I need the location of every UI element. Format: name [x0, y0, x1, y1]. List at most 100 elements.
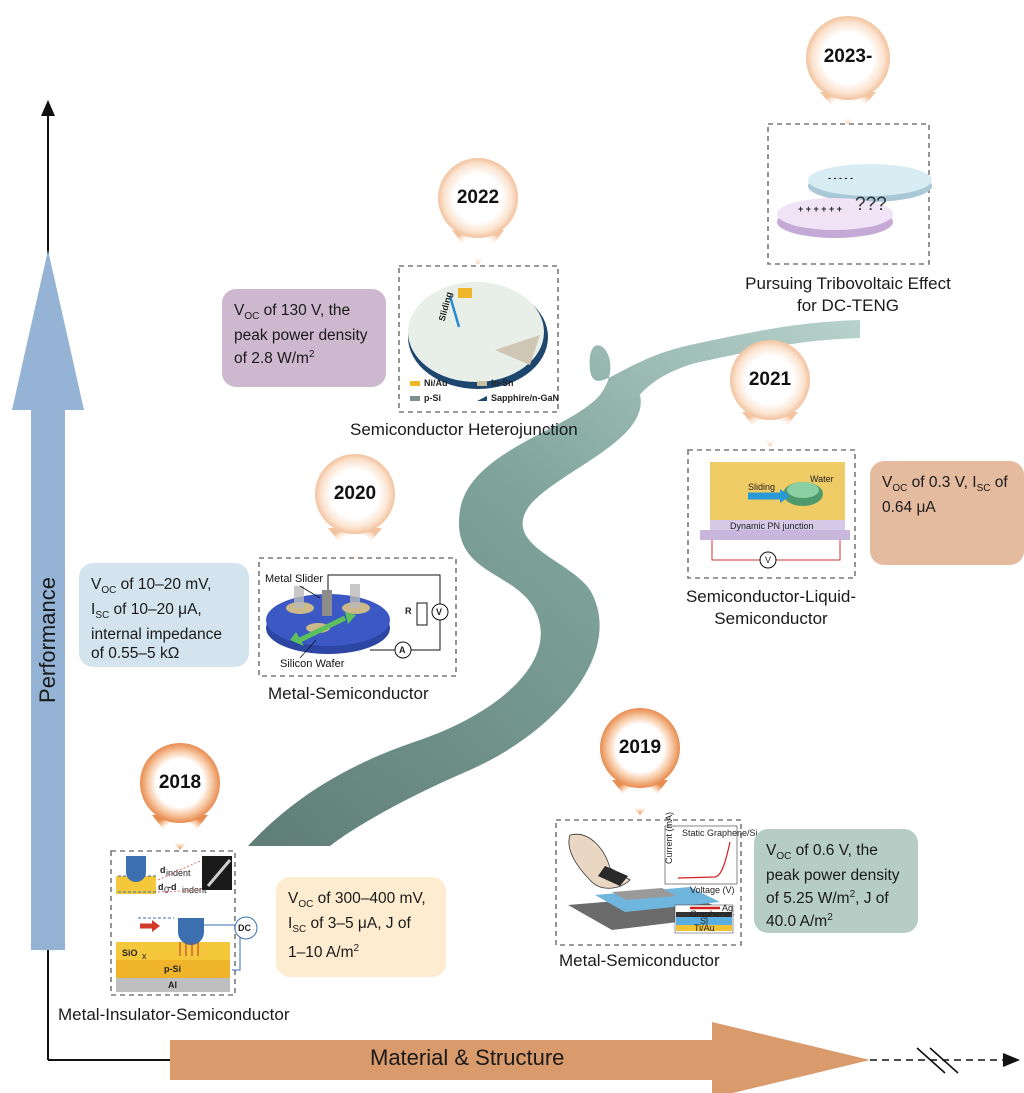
panel-2018-0-sub: 0: [164, 885, 169, 895]
panel-2023-question-label: ???: [855, 194, 887, 215]
year-2021: 2021: [748, 369, 792, 390]
panel-2022-psi-label: p-Si: [424, 393, 441, 403]
performance-line: 40.0 A/m2: [766, 912, 833, 931]
year-2023: 2023-: [823, 46, 873, 67]
superscript: 2: [308, 349, 315, 361]
panel-2021-v-label: V: [765, 555, 771, 565]
panel-2019-graphene-label: Graphene: [690, 909, 730, 919]
panel-2018-indent-sub: indent: [166, 868, 191, 878]
performance-box-2021: VOC of 0.3 V, ISC of 0.64 μA: [870, 461, 1024, 565]
panel-2018-psi-label: p-Si: [164, 964, 181, 974]
structure-label-2022: Semiconductor Heterojunction: [350, 420, 578, 439]
panel-2020-a-label: A: [399, 645, 406, 655]
structure-label-2023-line-2: for DC-TENG: [797, 296, 899, 315]
structure-label-2021-line-1: Semiconductor-Liquid-: [685, 587, 857, 606]
panel-2019-current-axis: Current (mA): [664, 812, 674, 864]
superscript: 2: [827, 912, 833, 924]
superscript: 2: [849, 889, 856, 901]
structure-label-2018: Metal-Insulator-Semiconductor: [58, 1005, 290, 1024]
subscript: OC: [298, 899, 314, 911]
performance-box-2022: VOC of 130 V, the peak power density of 2.…: [222, 289, 386, 387]
performance-arrow: [12, 250, 84, 950]
structure-label-2021-line-2: Semiconductor: [714, 609, 828, 628]
y-axis-arrowhead: [41, 100, 55, 116]
material-structure-arrow: [170, 1022, 870, 1093]
subscript: OC: [244, 311, 260, 323]
year-2022: 2022: [456, 187, 500, 208]
panel-2021-water-label: Water: [810, 474, 834, 484]
panel-2022-sapphire-label: Sapphire/n-GaN: [491, 393, 559, 403]
performance-line: ISC of 3–5 μA, J of: [288, 915, 411, 936]
performance-box-2018: VOC of 300–400 mV, ISC of 3–5 μA, J of 1–1…: [276, 877, 446, 977]
performance-line: of 5.25 W/m2, J of: [766, 889, 889, 908]
panel-2019-tiau-label: Ti/Au: [694, 923, 715, 933]
subscript: SC: [95, 610, 110, 622]
structure-label-2019: Metal-Semiconductor: [559, 951, 720, 970]
structure-label-2020: Metal-Semiconductor: [268, 684, 429, 703]
bubble-2022: [438, 158, 518, 265]
performance-line: 1–10 A/m2: [288, 943, 360, 962]
panel-2019-voltage-axis: Voltage (V): [690, 885, 735, 895]
panel-2018-minus-d: -d: [168, 882, 177, 892]
bubble-2020: [315, 454, 395, 562]
performance-line: VOC of 0.6 V, the: [766, 842, 878, 863]
performance-line: VOC of 0.3 V, ISC of: [882, 474, 1008, 495]
panel-2020: R V A Metal Slider Silicon Wafer: [258, 557, 457, 677]
panel-2020-metal-slider-label: Metal Slider: [265, 573, 323, 585]
panel-2018-siox-label: SiO: [122, 948, 138, 958]
panel-2022: Sliding Ni/Au In-Sn p-Si Sapphire/n-GaN: [398, 265, 559, 413]
development-path: [248, 320, 860, 846]
panel-2019-ag-label: Ag: [722, 903, 733, 913]
performance-line: of 0.55–5 kΩ: [91, 645, 180, 663]
x-axis-label: Material & Structure: [370, 1045, 565, 1070]
subscript: OC: [101, 585, 117, 597]
panel-2023: - - - - - + + + + + + ???: [767, 123, 932, 265]
panel-2018-x-sub: x: [142, 951, 147, 961]
subscript: SC: [292, 924, 307, 936]
panel-2019-si-label: Si: [700, 916, 708, 926]
panel-2018: d indent d 0 -d indent DC SiO x p-Si Al: [110, 850, 258, 996]
panel-2018-al-label: Al: [168, 980, 177, 990]
panel-2020-silicon-wafer-label: Silicon Wafer: [280, 658, 345, 670]
subscript: SC: [976, 483, 991, 495]
year-2018: 2018: [158, 772, 202, 793]
superscript: 2: [353, 943, 360, 955]
panel-2023-plus-charges: + + + + + +: [798, 204, 842, 214]
panel-2021-junction-label: Dynamic PN junction: [730, 521, 814, 531]
axis-break-mark-1: [916, 1047, 946, 1074]
x-axis-arrowhead: [1003, 1053, 1020, 1067]
performance-line: peak power density: [766, 867, 900, 885]
performance-line: peak power density: [234, 327, 368, 345]
structure-label-2023-line-1: Pursuing Tribovoltaic Effect: [745, 274, 951, 293]
performance-line: VOC of 130 V, the: [234, 302, 351, 323]
panel-2021-sliding-label: Sliding: [748, 482, 775, 492]
panel-2023-minus-charges: - - - - -: [828, 173, 853, 183]
performance-line: of 2.8 W/m2: [234, 349, 315, 368]
structure-label-2021: Semiconductor-Liquid- Semiconductor: [686, 586, 856, 630]
panel-2018-dc-label: DC: [238, 923, 251, 933]
performance-box-2019: VOC of 0.6 V, the peak power density of 5.…: [754, 829, 918, 933]
panel-2022-niau-label: Ni/Au: [424, 378, 448, 388]
bubble-2023: [806, 16, 890, 125]
panel-2022-insn-label: In-Sn: [491, 378, 514, 388]
year-2020: 2020: [333, 483, 377, 504]
performance-line: 0.64 μA: [882, 499, 936, 517]
performance-box-2020: VOC of 10–20 mV,ISC of 10–20 μA,internal…: [79, 563, 249, 667]
panel-2019-curve-title: Static Graphene/Si: [682, 828, 758, 838]
axis-break-mark-2: [929, 1047, 959, 1074]
y-axis-label: Performance: [35, 577, 60, 703]
bubble-2021: [730, 340, 810, 447]
structure-label-2023: Pursuing Tribovoltaic Effect for DC-TENG: [745, 273, 951, 317]
performance-line: VOC of 300–400 mV,: [288, 890, 426, 911]
subscript: OC: [776, 851, 792, 863]
panel-2018-d0-label: d: [158, 882, 164, 892]
panel-2021: Water Sliding Dynamic PN junction V: [687, 449, 856, 579]
bubble-2018: [140, 743, 220, 850]
year-2019: 2019: [618, 737, 662, 758]
performance-line: ISC of 10–20 μA,: [91, 601, 202, 622]
panel-2019: Static Graphene/Si Current (mA) Voltage …: [555, 812, 758, 946]
panel-2020-v-label: V: [436, 607, 442, 617]
performance-line: VOC of 10–20 mV,: [91, 576, 212, 597]
bubble-2019: [600, 708, 680, 815]
